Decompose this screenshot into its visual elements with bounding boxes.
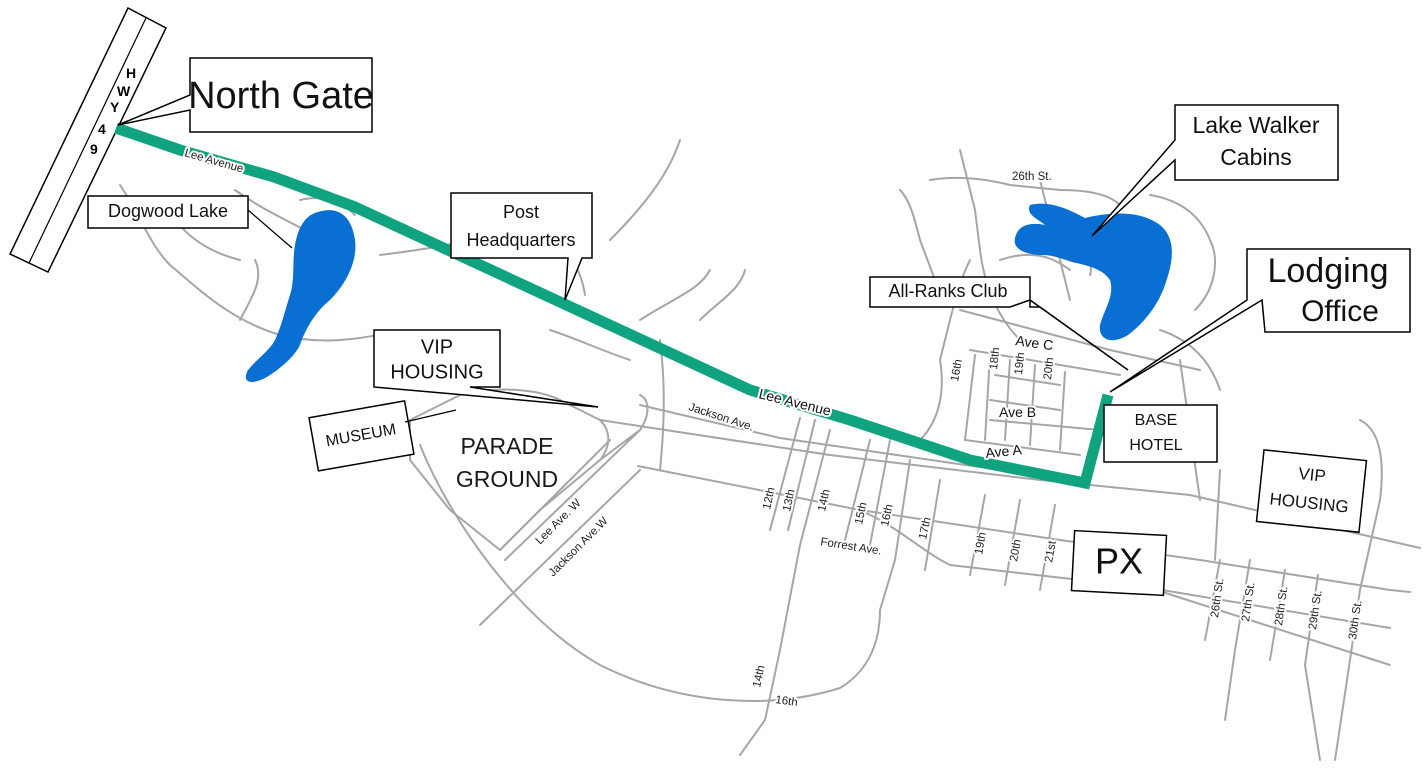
callout-vip-housing-west[interactable]: VIP HOUSING xyxy=(373,329,599,408)
street-16th-north-label: 16th xyxy=(949,358,965,382)
street-21st-label: 21st xyxy=(1043,539,1059,563)
highway-shield-w: W xyxy=(117,83,131,99)
vip-housing-east-label-line1: VIP xyxy=(1297,464,1326,486)
street-29th-label: 29th St. xyxy=(1307,589,1324,630)
parade-ground-label-line1: PARADE xyxy=(461,433,554,459)
street-16th-south-label: 16th xyxy=(775,694,799,709)
lake-walker-label-line2: Cabins xyxy=(1220,144,1292,170)
street-30th-label: 30th St. xyxy=(1347,599,1364,640)
parade-ground-label-line2: GROUND xyxy=(456,466,558,492)
callout-post-headquarters[interactable]: Post Headquarters xyxy=(450,192,593,301)
street-13th-label: 13th xyxy=(781,488,797,512)
street-ave-b-label: Ave B xyxy=(999,404,1036,420)
north-gate-label: North Gate xyxy=(188,75,374,117)
callout-dogwood-lake[interactable]: Dogwood Lake xyxy=(87,195,293,249)
road-network xyxy=(119,139,1421,761)
post-hq-label-line1: Post xyxy=(503,202,539,222)
street-19th-north-label: 19th xyxy=(1013,352,1027,376)
street-27th-label: 27th St. xyxy=(1240,581,1257,622)
street-18th-label: 18th xyxy=(988,347,1002,371)
highway-shield-y: Y xyxy=(110,99,120,115)
px-label: PX xyxy=(1095,541,1143,582)
street-forrest-ave-label: Forrest Ave. xyxy=(820,536,883,558)
vip-housing-west-label-line2: HOUSING xyxy=(390,361,483,383)
street-20th-label: 20th xyxy=(1008,538,1024,562)
dogwood-lake-water xyxy=(245,210,356,382)
street-16th-label: 16th xyxy=(879,503,895,527)
street-15th-label: 15th xyxy=(853,501,869,525)
lodging-office-label-line1: Lodging xyxy=(1267,252,1388,290)
all-ranks-club-label: All-Ranks Club xyxy=(888,281,1007,301)
street-lee-avenue-label-2: Lee Avenue xyxy=(757,385,833,418)
dogwood-lake-label: Dogwood Lake xyxy=(108,201,228,221)
street-ave-c-label: Ave C xyxy=(1015,332,1055,353)
post-hq-label-line2: Headquarters xyxy=(466,230,575,250)
callout-px[interactable]: PX xyxy=(1070,529,1168,597)
base-hotel-label-line2: HOTEL xyxy=(1129,437,1182,454)
base-hotel-label-line1: BASE xyxy=(1135,412,1178,429)
callout-north-gate[interactable]: North Gate xyxy=(117,57,374,133)
lake-walker-water xyxy=(1014,203,1172,341)
street-19th-label: 19th xyxy=(973,531,989,555)
callout-lake-walker-cabins[interactable]: Lake Walker Cabins xyxy=(1091,104,1339,237)
route-to-lodging xyxy=(114,122,1114,490)
highway-49: H W Y 4 9 xyxy=(8,6,167,273)
street-lee-ave-w-label: Lee Ave. W xyxy=(534,497,584,547)
lake-walker-label-line1: Lake Walker xyxy=(1193,112,1320,138)
street-26th-north-label: 26th St. xyxy=(1012,171,1052,183)
callout-lodging-office[interactable]: Lodging Office xyxy=(1109,248,1411,393)
street-ave-a-label: Ave A xyxy=(985,441,1023,461)
highway-shield-9: 9 xyxy=(90,141,98,157)
callout-museum[interactable]: MUSEUM xyxy=(308,400,457,472)
vip-housing-west-label-line1: VIP xyxy=(421,336,453,358)
callout-all-ranks-club[interactable]: All-Ranks Club xyxy=(869,276,1129,371)
highway-shield-h: H xyxy=(126,65,136,81)
callout-vip-housing-east[interactable]: VIP HOUSING xyxy=(1255,449,1368,534)
lodging-office-label-line2: Office xyxy=(1301,295,1379,328)
callout-base-hotel[interactable]: BASE HOTEL xyxy=(1103,404,1218,463)
street-28th-label: 28th St. xyxy=(1273,585,1290,626)
highway-shield-4: 4 xyxy=(98,121,106,137)
street-lee-avenue-label: Lee Avenue xyxy=(183,147,245,175)
street-14th-label: 14th xyxy=(816,488,832,512)
street-14th-south-label: 14th xyxy=(751,664,767,688)
street-20th-north-label: 20th xyxy=(1042,357,1056,381)
